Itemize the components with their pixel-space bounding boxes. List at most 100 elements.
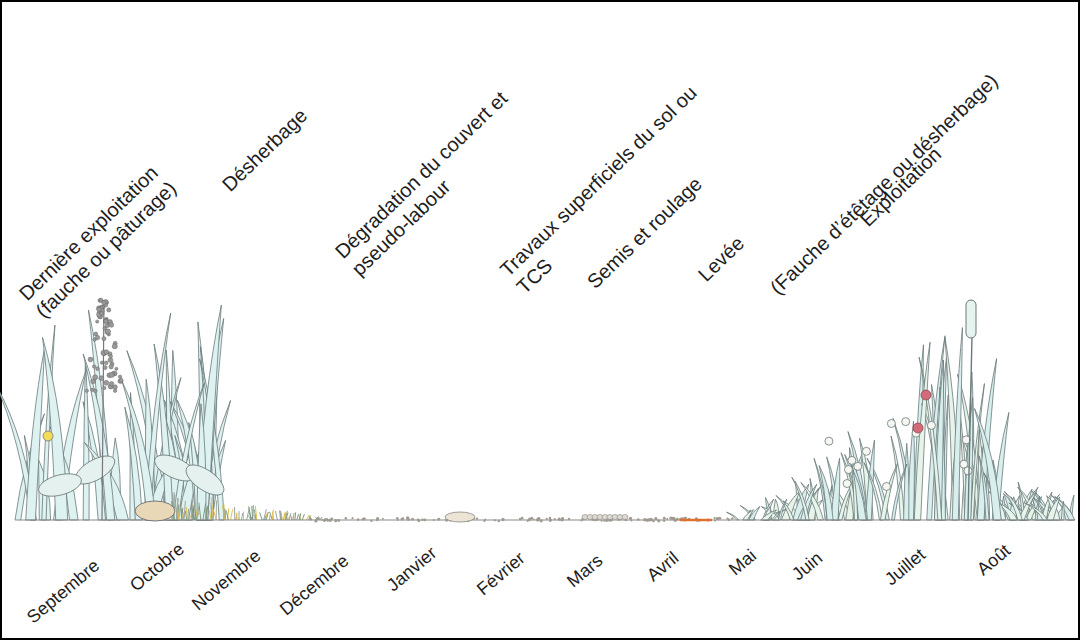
soil-grain [580, 520, 582, 522]
red-flower [921, 390, 931, 400]
month-label: Mars [563, 550, 608, 592]
grass-blade [1004, 491, 1022, 520]
soil-grain [370, 519, 372, 521]
seed [118, 375, 122, 379]
stubble [291, 515, 292, 520]
seed [113, 385, 117, 389]
soil-grain [421, 519, 423, 521]
soil-grain [401, 517, 404, 520]
soil-grain [554, 518, 556, 520]
grass-blade [778, 499, 786, 520]
stubble [297, 514, 299, 520]
stubble [294, 512, 296, 520]
grass-blade [975, 408, 1002, 520]
stubble [255, 506, 257, 520]
soil-grain [345, 517, 347, 519]
seed [109, 373, 114, 378]
grass-blade [1047, 497, 1060, 520]
grass-blade [173, 383, 204, 520]
soil-grain [314, 519, 317, 522]
seed [96, 320, 99, 323]
vegetation [0, 298, 1075, 520]
soil-grain [317, 517, 320, 520]
leaf [36, 470, 84, 501]
seed [109, 322, 114, 327]
soil-grain [417, 519, 420, 522]
seed [105, 329, 110, 334]
stubble [310, 516, 312, 520]
soil-grain [536, 518, 539, 521]
stubble [181, 508, 183, 520]
stubble [231, 509, 233, 520]
grass-blade [841, 453, 858, 520]
soil-grain [337, 519, 340, 522]
grass-blade [1061, 501, 1064, 520]
seed [104, 350, 109, 355]
seed [104, 380, 109, 385]
grass-blade [1047, 496, 1060, 520]
stubble [195, 505, 198, 520]
soil-grain [654, 517, 657, 520]
clover [854, 462, 862, 470]
seed [103, 386, 106, 389]
soil-grain [716, 517, 719, 520]
seed [99, 376, 104, 381]
seed [93, 375, 98, 380]
seed [97, 307, 101, 311]
seed [88, 357, 93, 362]
soil-grain [666, 518, 668, 520]
soil-grain [539, 519, 542, 522]
seed [113, 389, 117, 393]
soil-grain [406, 516, 409, 519]
stubble [206, 508, 207, 520]
seed [109, 365, 113, 369]
clover [848, 456, 856, 464]
soil-grain [321, 519, 323, 521]
grass-blade [197, 404, 206, 520]
soil-grain [362, 518, 365, 521]
grass-blade [952, 328, 962, 520]
soil-grain [663, 517, 666, 520]
soil-grain [527, 520, 529, 522]
grass-blade [904, 443, 909, 520]
month-label: Septembre [23, 555, 104, 628]
month-label: Juillet [881, 544, 930, 590]
clover [843, 480, 851, 488]
seed [119, 378, 123, 382]
stubble [272, 510, 273, 520]
seed [104, 319, 108, 323]
stubble [206, 506, 208, 520]
seed [103, 366, 107, 370]
soil-grain [678, 519, 680, 521]
stone [135, 501, 175, 521]
seed [105, 324, 109, 328]
stubble [306, 515, 309, 520]
stubble [203, 503, 206, 520]
soil-grain [731, 517, 734, 520]
clover [882, 482, 890, 490]
seed [100, 361, 103, 364]
soil-grain [630, 520, 632, 522]
stage-label: Levée [693, 231, 749, 286]
clover [902, 418, 910, 426]
stubble [243, 511, 244, 520]
stubble [286, 511, 288, 520]
soil-grain [538, 519, 540, 521]
soil-grain [376, 519, 378, 521]
stubble [280, 510, 282, 520]
stubble [283, 512, 285, 520]
grass-blade [880, 464, 897, 520]
stem [968, 335, 972, 520]
seed-line [680, 519, 712, 522]
soil-grain [317, 517, 320, 520]
soil-grain [663, 519, 665, 521]
stubble [184, 501, 185, 520]
stubble [269, 515, 270, 520]
stubble [264, 516, 265, 520]
soil-grain [497, 520, 499, 522]
grass-blade [776, 495, 794, 520]
month-label: Novembre [188, 546, 265, 616]
stubble [293, 513, 294, 520]
stem [102, 300, 104, 520]
